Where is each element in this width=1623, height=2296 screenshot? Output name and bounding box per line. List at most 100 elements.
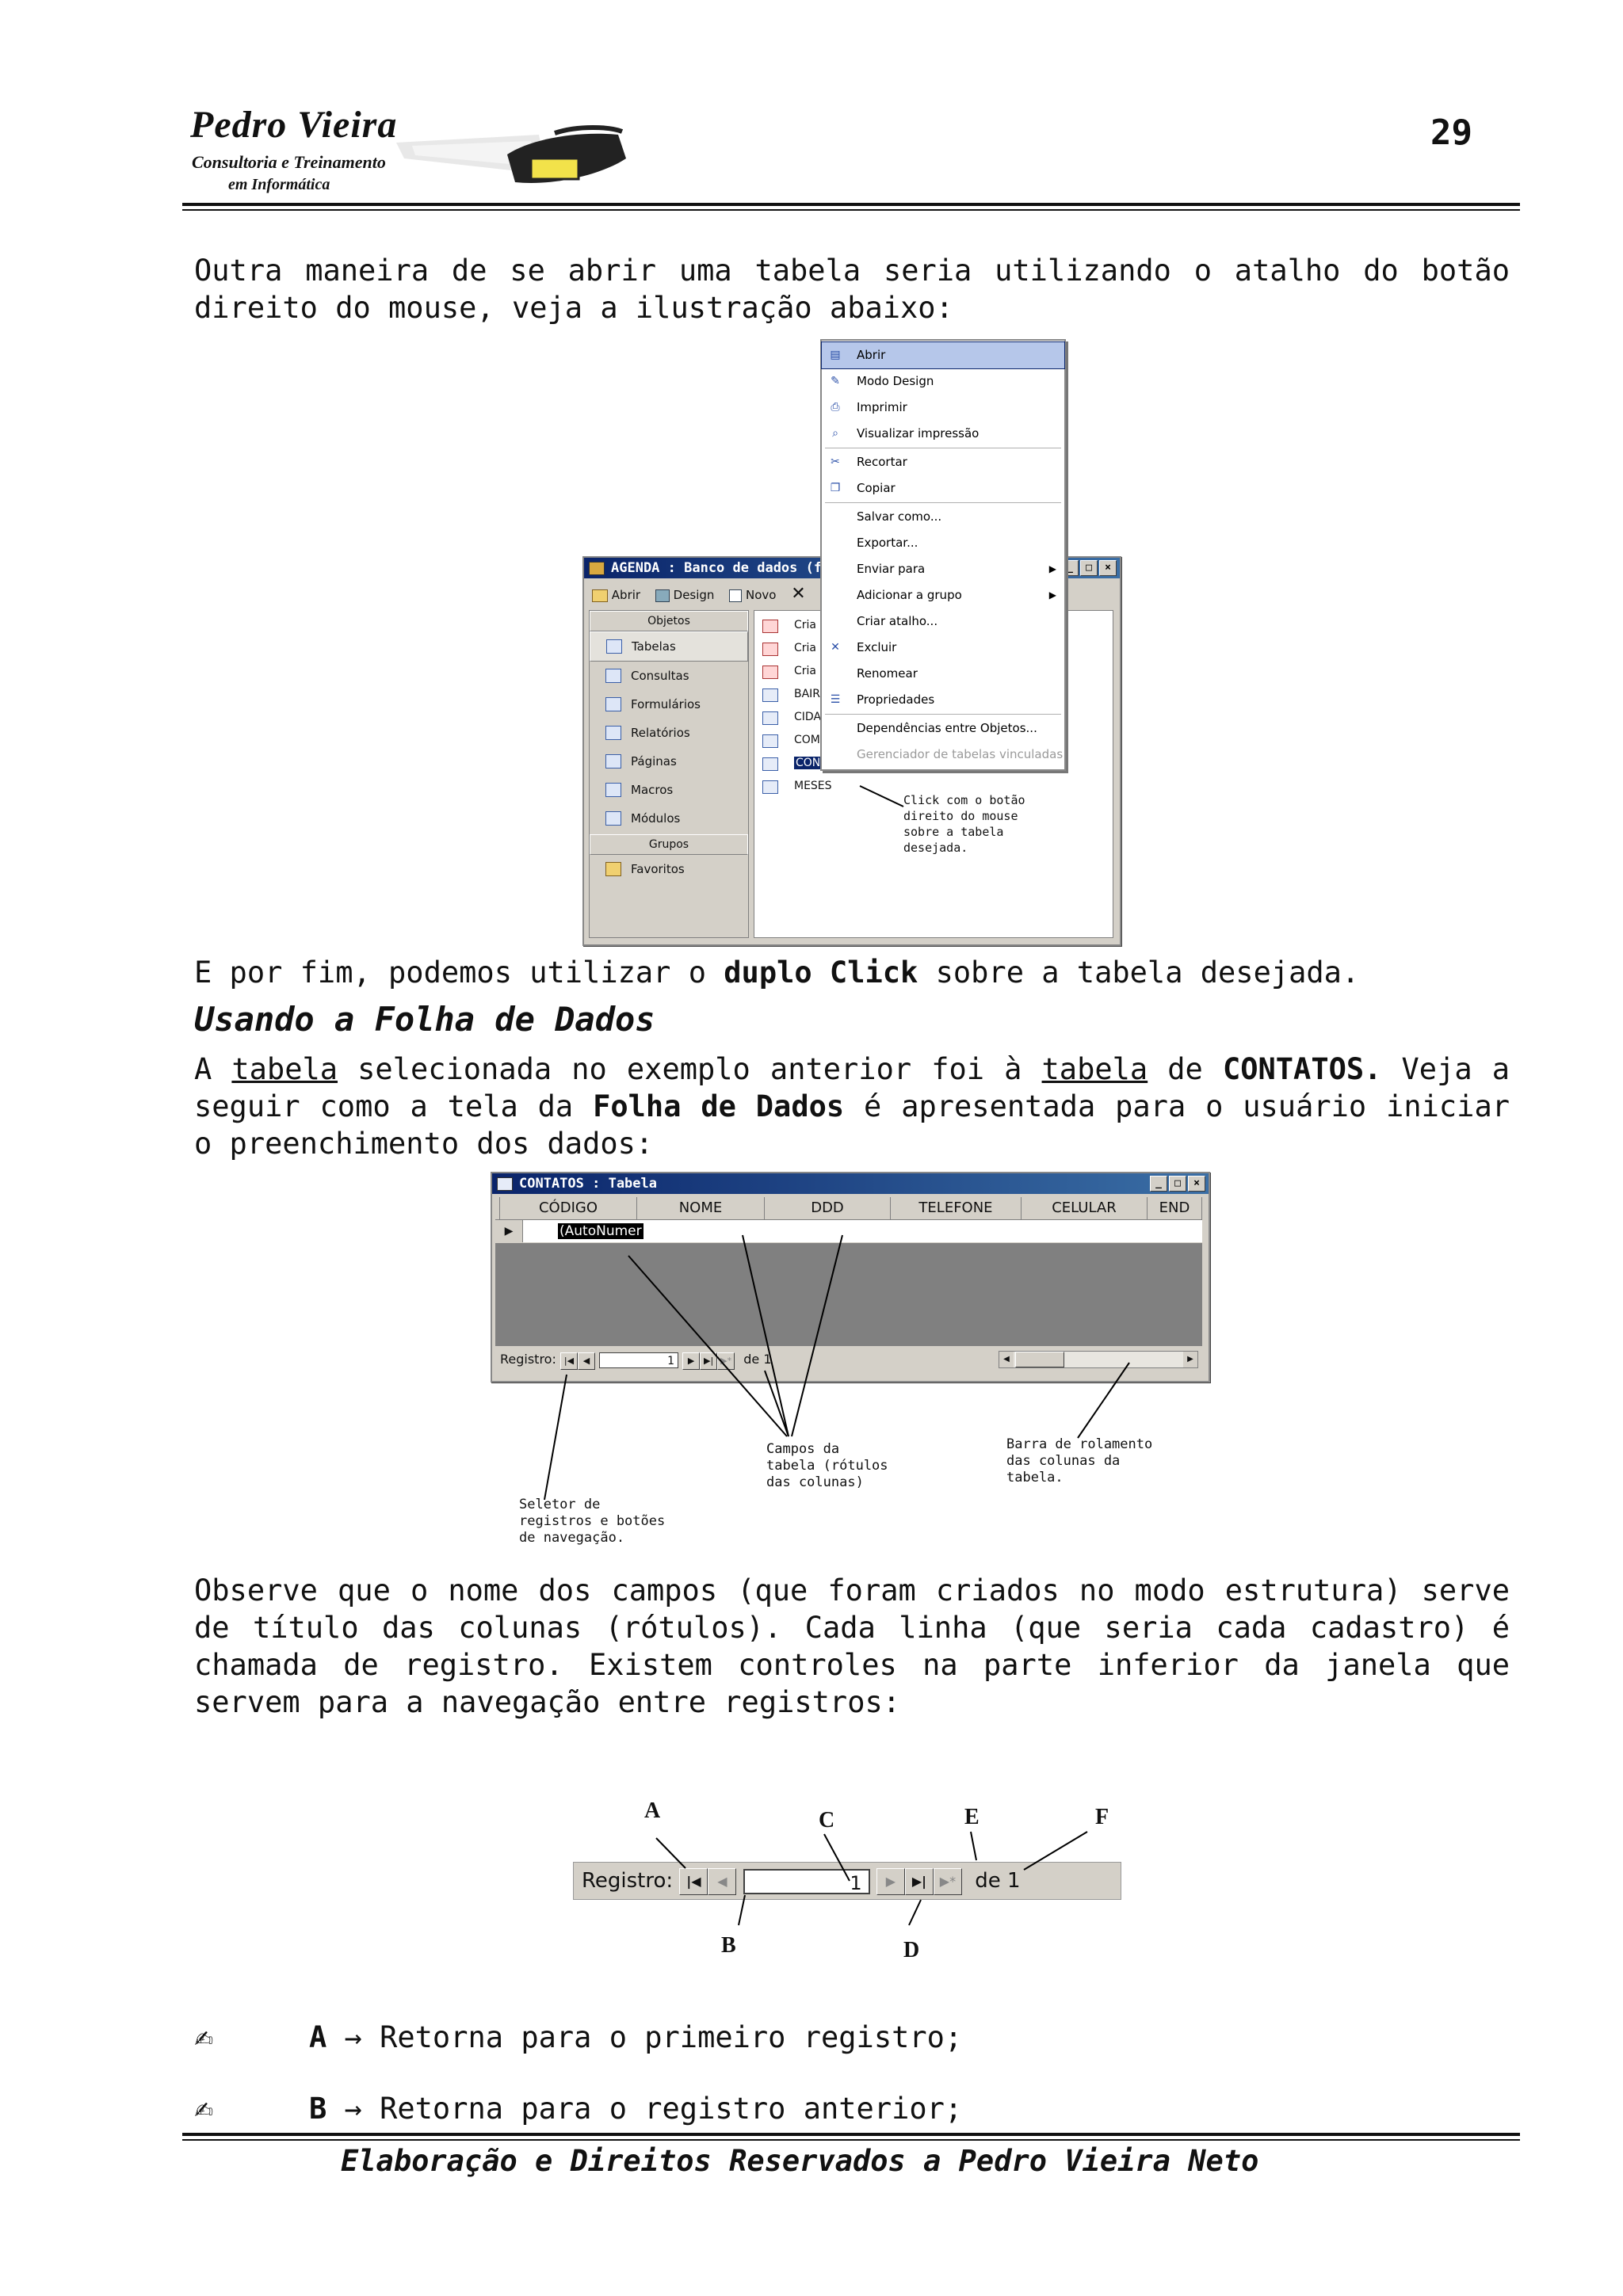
row-selector-arrow-icon[interactable]: ▶ (495, 1220, 523, 1242)
context-menu-label: Enviar para (857, 562, 926, 576)
context-menu-item[interactable]: ✂Recortar (822, 449, 1064, 475)
context-menu-item[interactable]: ❐Copiar (822, 475, 1064, 502)
context-menu-item[interactable]: ☰Propriedades (822, 687, 1064, 713)
scroll-left-icon[interactable]: ◀ (999, 1352, 1014, 1367)
context-menu-item[interactable]: Gerenciador de tabelas vinculadas (822, 742, 1064, 768)
object-item[interactable]: Relatórios (590, 719, 748, 747)
navigation-callout-lines (655, 1831, 1088, 1926)
table-list-item[interactable]: COM (754, 729, 1113, 752)
toolbar-new-button[interactable]: Novo (746, 588, 777, 602)
toolbar-open-button[interactable]: Abrir (611, 588, 641, 602)
last-record-button-large[interactable]: ▶| (904, 1867, 934, 1895)
right-arrow-icon: → (327, 2020, 380, 2054)
context-menu-item[interactable]: Renomear (822, 661, 1064, 687)
context-menu-item[interactable]: ✕Excluir (822, 635, 1064, 661)
record-number-field[interactable]: 1 (599, 1352, 679, 1368)
context-menu-item[interactable]: ✎Modo Design (822, 368, 1064, 395)
new-icon (729, 589, 743, 602)
column-header[interactable]: CÓDIGO (500, 1197, 637, 1219)
para2-text-1: E por fim, podemos utilizar o (194, 955, 724, 990)
object-item[interactable]: Consultas (590, 662, 748, 690)
object-item[interactable]: Macros (590, 776, 748, 804)
object-item[interactable]: Módulos (590, 804, 748, 833)
first-record-button-large[interactable]: |◀ (679, 1867, 708, 1895)
last-record-button[interactable]: ▶| (700, 1352, 718, 1370)
new-record-button-large[interactable]: ▶* (933, 1867, 962, 1895)
context-menu-item[interactable]: Criar atalho... (822, 608, 1064, 635)
database-icon (589, 562, 605, 575)
context-menu-label: Criar atalho... (857, 614, 938, 628)
new-record-button[interactable]: ▶* (717, 1352, 735, 1370)
record-number-field-large[interactable]: 1 (743, 1868, 870, 1894)
datasheet-close-button[interactable]: × (1188, 1176, 1205, 1192)
previous-record-button-large[interactable]: ◀ (708, 1867, 737, 1895)
table-icon (762, 734, 778, 748)
autonumber-cell[interactable]: (AutoNumer (523, 1220, 659, 1242)
row-selector-header (495, 1197, 500, 1219)
column-header[interactable]: TELEFONE (891, 1197, 1022, 1219)
datasheet-empty-area (495, 1243, 1202, 1346)
object-item[interactable]: Tabelas (590, 631, 748, 662)
delete-toolbar-icon[interactable]: ✕ (791, 584, 806, 604)
table-list-item[interactable]: CIDA (754, 706, 1113, 729)
object-type-icon (606, 639, 622, 654)
context-menu-label: Salvar como... (857, 509, 942, 524)
table-list-item[interactable]: Cria (754, 660, 1113, 683)
maximize-button[interactable]: □ (1080, 560, 1098, 576)
database-toolbar: Abrir Design Novo ✕ (587, 582, 1110, 607)
para3-text-4: Veja a seguir como a tela da (194, 1052, 1510, 1123)
table-list-label: COM (794, 734, 820, 746)
toolbar-design-button[interactable]: Design (673, 588, 715, 602)
object-item[interactable]: Formulários (590, 690, 748, 719)
close-button[interactable]: × (1099, 560, 1117, 576)
horizontal-scrollbar[interactable]: ◀ ▶ (999, 1351, 1198, 1368)
column-header[interactable]: DDD (765, 1197, 891, 1219)
scroll-right-icon[interactable]: ▶ (1183, 1352, 1197, 1367)
object-label: Páginas (631, 754, 677, 769)
logo-tagline-2: em Informática (228, 176, 330, 193)
context-menu-item[interactable]: Adicionar a grupo▶ (822, 582, 1064, 608)
table-list-item[interactable]: Cria (754, 614, 1113, 637)
para3-underline-1: tabela (231, 1052, 338, 1086)
hand-mouse-icon (396, 125, 626, 183)
bullet-letter: A (309, 2020, 327, 2054)
context-menu-item[interactable]: ⌕Visualizar impressão (822, 421, 1064, 447)
table-list-item[interactable]: Cria (754, 637, 1113, 660)
table-icon (497, 1177, 513, 1191)
column-header[interactable]: CELULAR (1022, 1197, 1148, 1219)
figure-context-menu: AGENDA : Banco de dados (formato _ □ × A… (456, 333, 1169, 951)
submenu-arrow-icon: ▶ (1048, 563, 1056, 574)
figure-navigation-buttons: Registro: |◀◀ 1 ▶▶|▶* de 1 A B C D E F (571, 1798, 1125, 1973)
column-header[interactable]: END (1148, 1197, 1202, 1219)
context-menu-item[interactable]: ▤Abrir (821, 341, 1065, 369)
table-list-item[interactable]: BAIR (754, 683, 1113, 706)
object-type-icon (605, 811, 621, 826)
table-list-item[interactable]: MESES (754, 775, 1113, 798)
first-record-button[interactable]: |◀ (559, 1352, 578, 1370)
object-label: Consultas (631, 669, 689, 683)
object-label: Relatórios (631, 726, 690, 740)
create-wizard-icon (762, 666, 778, 679)
next-record-button-large[interactable]: ▶ (876, 1867, 905, 1895)
right-arrow-icon: → (327, 2092, 380, 2126)
context-menu-item[interactable]: Dependências entre Objetos... (822, 715, 1064, 742)
previous-record-button[interactable]: ◀ (577, 1352, 595, 1370)
context-menu-item[interactable]: Enviar para ▶ (822, 556, 1064, 582)
datasheet-maximize-button[interactable]: □ (1169, 1176, 1186, 1192)
context-menu-item[interactable]: ⎙Imprimir (822, 395, 1064, 421)
objects-header: Objetos (590, 611, 748, 631)
logo-tagline-1: Consultoria e Treinamento (192, 152, 386, 172)
next-record-button[interactable]: ▶ (682, 1352, 701, 1370)
datasheet-minimize-button[interactable]: _ (1150, 1176, 1167, 1192)
context-menu-item[interactable]: Salvar como... (822, 504, 1064, 530)
table-icon (762, 757, 778, 771)
group-item[interactable]: Favoritos (590, 855, 748, 883)
scroll-thumb[interactable] (1015, 1352, 1064, 1367)
writing-hand-icon: ✍ (194, 2090, 214, 2126)
context-menu-item[interactable]: Exportar... (822, 530, 1064, 556)
label-f: F (1095, 1805, 1109, 1829)
object-item[interactable]: Páginas (590, 747, 748, 776)
record-number-value-large: 1 (850, 1871, 862, 1894)
column-header[interactable]: NOME (637, 1197, 765, 1219)
